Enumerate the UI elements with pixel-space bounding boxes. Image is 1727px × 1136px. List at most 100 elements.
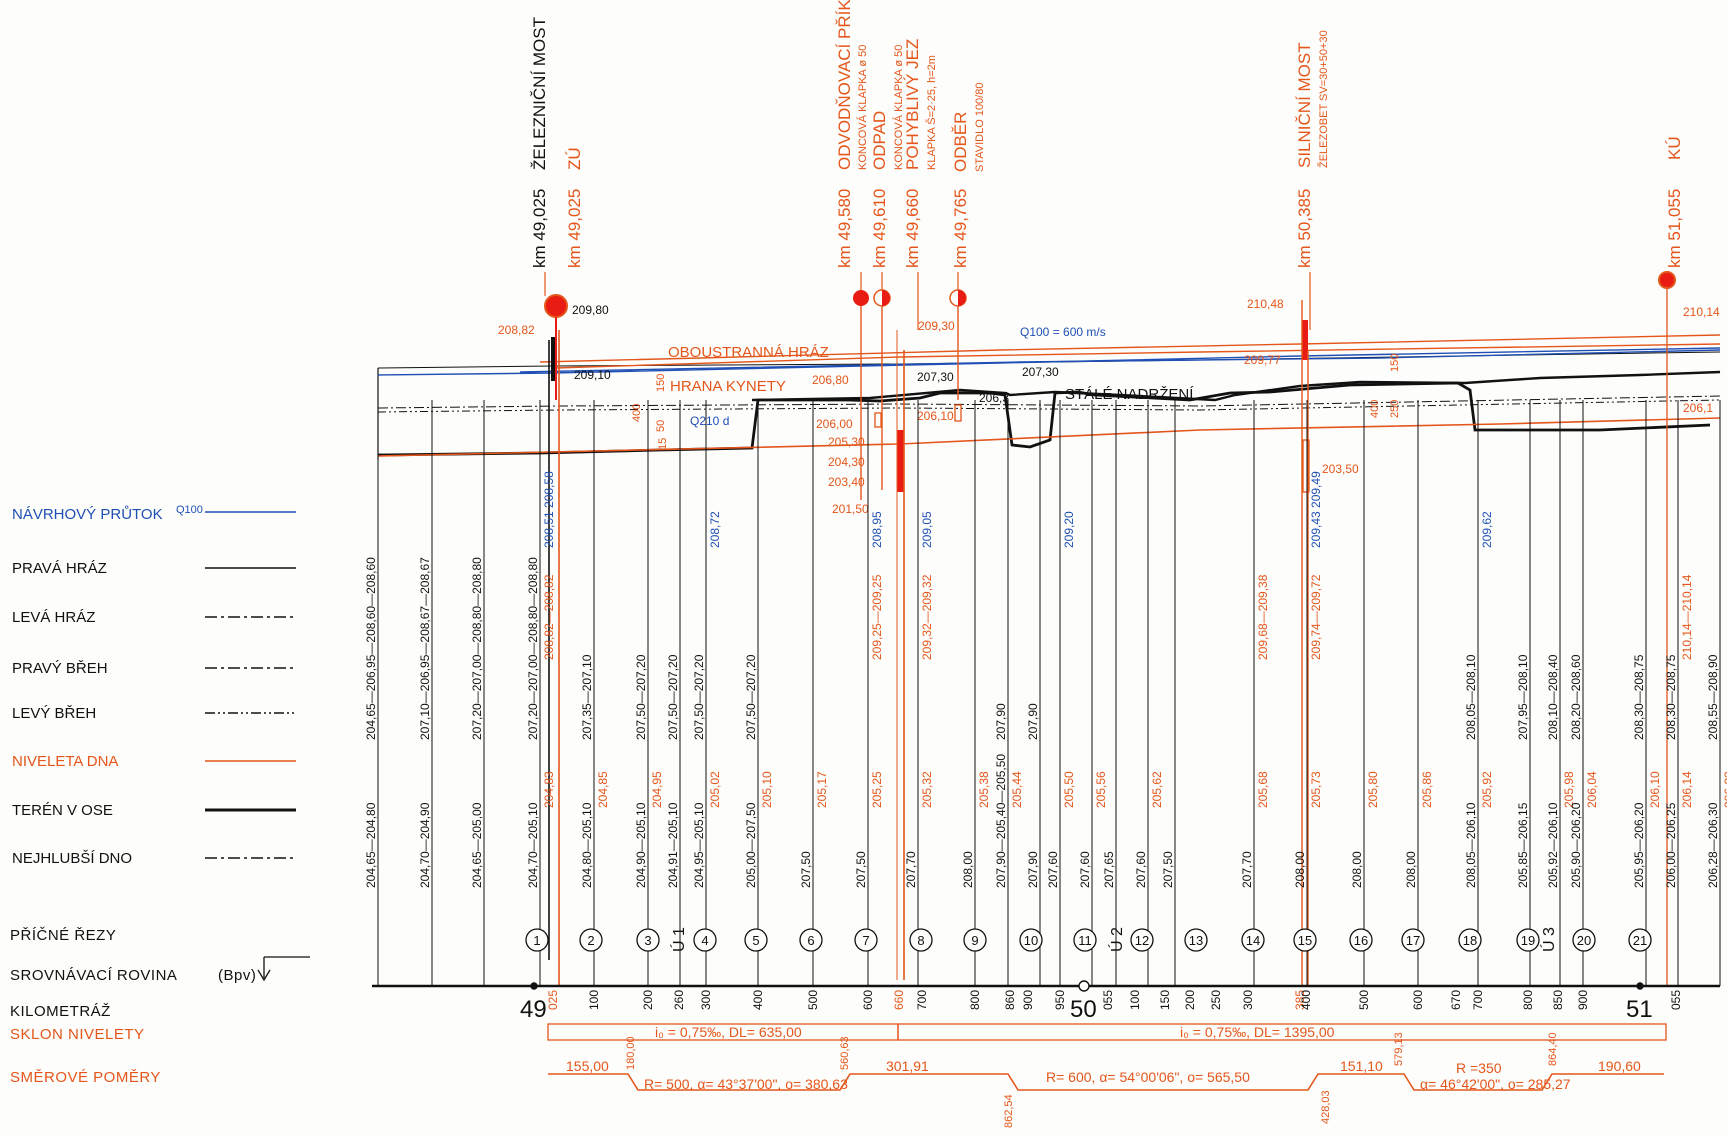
dimension-label: 15 [657, 438, 669, 450]
value-banks: 208,10—208,40 [1546, 654, 1560, 740]
km-tick: 150 [1158, 990, 1172, 1010]
cross-section-circle [1349, 928, 1373, 952]
left-bank-line [377, 399, 1721, 413]
cross-section-circle [1628, 928, 1652, 952]
cross-section-circle [799, 928, 823, 952]
elevation-black: 207,30 [917, 370, 954, 384]
cross-section-circle [1184, 928, 1208, 952]
label-stale-nadrzeni: STÁLÉ NADRŽENÍ [1065, 386, 1194, 403]
legend-label: LEVÁ HRÁZ [12, 609, 95, 626]
value-banks: 207,50—207,20 [692, 654, 706, 740]
km-tick: 260 [672, 990, 686, 1010]
row-label-srovnavaci: SROVNÁVACÍ ROVINA [10, 967, 177, 984]
cross-section-circle [963, 928, 987, 952]
elevation-orange: 210,14 [1683, 305, 1720, 319]
right-bank-line [377, 395, 1721, 409]
value-terrain: 207,60 [1134, 851, 1148, 888]
cross-section-circle [1516, 928, 1540, 952]
value-levee-orange: 209,25—209,25 [870, 574, 884, 660]
label-q210: Q210 d [690, 414, 729, 428]
value-terrain: 207,50 [799, 851, 813, 888]
cross-section-number: 2 [587, 933, 594, 948]
elevation-orange: 209,30 [918, 319, 955, 333]
value-terrain: 207,90 [1026, 851, 1040, 888]
alignment-station: 180,00 [625, 1036, 637, 1070]
value-terrain: 204,65—204,80 [364, 802, 378, 888]
row-label-srovnavaci-sub: (Bpv) [218, 967, 256, 984]
km-tick: 700 [1471, 990, 1485, 1010]
structure-km: km 50,385 [1295, 189, 1314, 268]
cross-section-circle [693, 928, 717, 952]
row-label-sklon: SKLON NIVELETY [10, 1026, 145, 1043]
value-terrain: 205,92—206,10 [1546, 802, 1560, 888]
km-tick: 385 [1293, 990, 1307, 1010]
cross-section-circle [1073, 928, 1097, 952]
cross-section-number: 11 [1078, 933, 1092, 948]
km-tick: 025 [546, 990, 560, 1010]
km-tick: 670 [1449, 990, 1463, 1010]
km-tick: 100 [587, 990, 601, 1010]
alignment-row: 155,00R= 500, α= 43°37'00", o= 380,63301… [548, 1032, 1664, 1128]
value-terrain: 208,00 [1404, 851, 1418, 888]
cross-section-circle [854, 928, 878, 952]
levee-crest-orange-2 [554, 343, 1721, 369]
legend-label: PRAVÁ HRÁZ [12, 560, 107, 577]
structure-km: km 49,660 [903, 189, 922, 268]
cross-section-circle [744, 928, 768, 952]
km-tick: 660 [892, 990, 906, 1010]
value-banks: 207,35—207,10 [580, 654, 594, 740]
legend-label: PRAVÝ BŘEH [12, 660, 108, 677]
km-tick: 900 [1021, 990, 1035, 1010]
cross-section-number: 4 [701, 933, 708, 948]
value-bed-grade: 205,62 [1150, 771, 1164, 808]
value-design-flow: 209,05 [920, 511, 934, 548]
cross-section-number: 21 [1633, 933, 1647, 948]
value-levee-orange: 209,74—209,72 [1309, 574, 1323, 660]
cross-section-circle [1401, 928, 1425, 952]
slope-text-2: i₀ = 0,75‰, DL= 1395,00 [1180, 1024, 1335, 1040]
cross-section-circle [636, 928, 660, 952]
cross-section-number: 10 [1024, 933, 1038, 948]
km-tick: 250 [1209, 990, 1223, 1010]
value-terrain: 204,80—205,10 [580, 802, 594, 888]
km-tick: 600 [861, 990, 875, 1010]
value-design-flow: 209,62 [1480, 511, 1494, 548]
value-banks: 208,55—208,90 [1706, 654, 1720, 740]
alignment-straight-2: 301,91 [886, 1058, 929, 1074]
structure-km: km 49,765 [951, 189, 970, 268]
value-bed-grade: 205,25 [870, 771, 884, 808]
datum-arrow [257, 956, 310, 982]
cross-section-circle [1019, 928, 1043, 952]
km-tick: 055 [1101, 990, 1115, 1010]
value-terrain: 204,90—205,10 [634, 802, 648, 888]
elevation-orange: 206,10 [917, 409, 954, 423]
value-banks: 204,65—206,95—208,60—208,60 [364, 557, 378, 740]
cross-section-number: 18 [1463, 933, 1477, 948]
value-terrain: 205,95—206,20 [1632, 802, 1646, 888]
railway-bridge-pier [551, 337, 557, 381]
cross-section-number: 7 [862, 933, 869, 948]
alignment-line [548, 1073, 1664, 1091]
elevation-orange: 210,48 [1247, 297, 1284, 311]
cross-section-number: 9 [971, 933, 978, 948]
structure-sub: ŽELEZOBET SV=30+50+30 [1317, 30, 1330, 168]
structure-sub: STAVIDLO 100/80 [974, 83, 986, 172]
value-design-flow: 209,43 209,49 [1309, 471, 1323, 548]
cross-section-circle [525, 928, 549, 952]
cross-section-circle [579, 928, 603, 952]
alignment-station: 579,13 [1393, 1032, 1405, 1066]
value-banks: 208,30—208,75 [1664, 654, 1678, 740]
km-tick: 200 [641, 990, 655, 1010]
cross-section-circle [1572, 928, 1596, 952]
value-bed-grade: 205,50 [1062, 771, 1076, 808]
alignment-curve-3b: α= 46°42'00", o= 285,27 [1420, 1076, 1571, 1092]
cross-section-number: 13 [1189, 933, 1203, 948]
cross-section-number: 19 [1521, 933, 1535, 948]
km-tick: 800 [1521, 990, 1535, 1010]
value-terrain: 205,00—207,50 [744, 802, 758, 888]
km-major: 49 [520, 996, 547, 1023]
value-banks: 208,20—208,60 [1569, 654, 1583, 740]
